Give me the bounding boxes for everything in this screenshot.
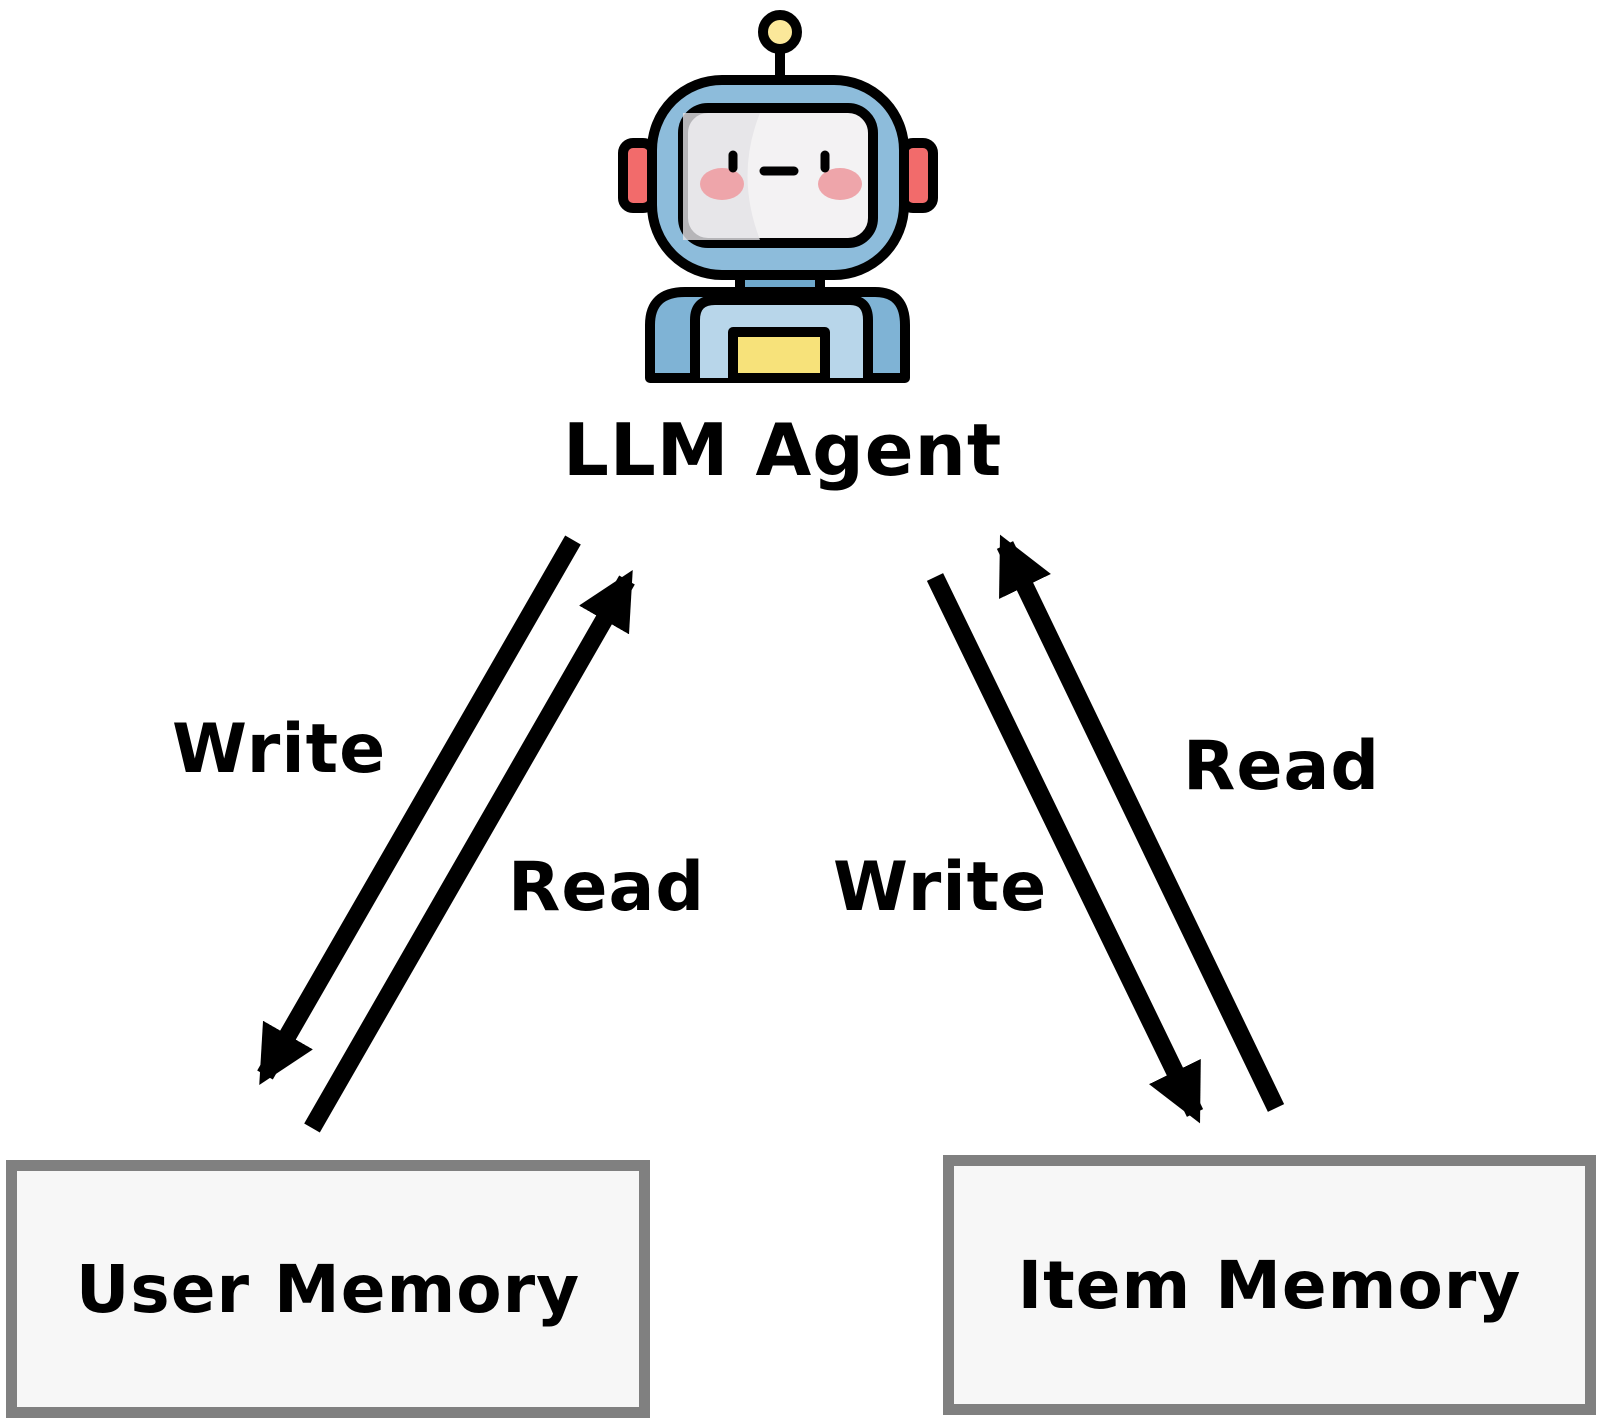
robot-left-cheek [700, 168, 744, 200]
arrow-read-user-memory [304, 570, 635, 1133]
user-memory-label: User Memory [75, 1250, 581, 1328]
edge-label-write-user: Write [172, 710, 387, 789]
edge-label-read-user: Read [508, 848, 706, 927]
arrow-write-user-memory [257, 535, 581, 1085]
agent-label: LLM Agent [563, 408, 1003, 492]
item-memory-node: Item Memory [943, 1155, 1596, 1415]
arrow-read-item-memory [996, 534, 1285, 1112]
edge-label-read-item: Read [1183, 727, 1381, 806]
arrow-write-item-memory [926, 573, 1204, 1124]
robot-antenna-bulb [758, 10, 802, 54]
edge-label-write-item: Write [833, 848, 1048, 927]
item-memory-label: Item Memory [1017, 1246, 1522, 1324]
robot-right-cheek [818, 168, 862, 200]
robot-chest-panel [728, 327, 830, 383]
user-memory-node: User Memory [6, 1160, 650, 1418]
robot-icon [618, 10, 938, 383]
